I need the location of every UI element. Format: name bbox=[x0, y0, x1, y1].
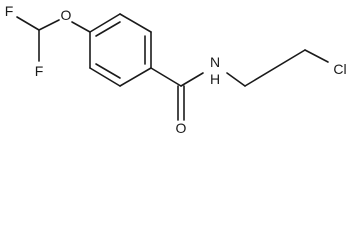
bond-cf-top bbox=[16, 16, 40, 31]
amide-nitrogen-label: N bbox=[210, 54, 220, 70]
chloroethyl-chain bbox=[226, 49, 329, 87]
bond-o-ring bbox=[71, 21, 91, 33]
difluoromethoxy-group bbox=[16, 16, 91, 62]
bond-carbonyl-n bbox=[180, 72, 204, 87]
chemical-structure: F F O N H Cl O bbox=[5, 3, 347, 136]
fluorine-top-label: F bbox=[5, 3, 14, 19]
ring-bond-1 bbox=[89, 13, 121, 33]
carbonyl-oxygen-label: O bbox=[176, 120, 187, 136]
chlorine-label: Cl bbox=[333, 61, 346, 77]
bond-ch2-ch2 bbox=[244, 49, 306, 87]
ether-oxygen-label: O bbox=[61, 7, 72, 23]
bond-c-o bbox=[38, 19, 60, 31]
ring-bond-5 bbox=[89, 67, 121, 87]
ring-double-bond-inner-1 bbox=[95, 21, 121, 37]
bond-ch2-cl bbox=[304, 49, 329, 63]
benzene-ring bbox=[89, 13, 152, 87]
ring-double-bond-inner-3 bbox=[95, 63, 121, 79]
amide-hydrogen-label: H bbox=[210, 71, 220, 87]
ring-bond-2 bbox=[119, 13, 152, 33]
bond-ring-carbonyl bbox=[150, 67, 182, 87]
fluorine-bottom-label: F bbox=[35, 63, 44, 79]
ring-bond-4 bbox=[119, 67, 152, 87]
amide-group bbox=[150, 67, 204, 121]
bond-n-ch2 bbox=[226, 72, 246, 87]
